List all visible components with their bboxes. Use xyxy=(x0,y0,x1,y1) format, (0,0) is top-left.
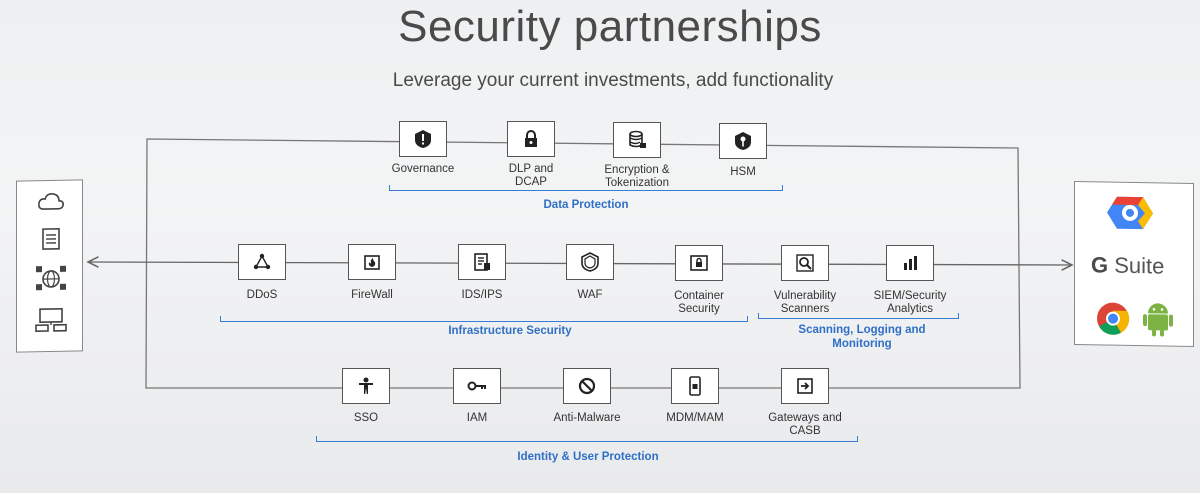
fire-icon xyxy=(348,244,396,280)
governance-label: Governance xyxy=(391,163,455,175)
encryption-label: Encryption & Tokenization xyxy=(604,164,670,189)
siem-label: SIEM/Security Analytics xyxy=(873,290,947,315)
cloud-icon xyxy=(38,193,64,210)
alert-shield-icon xyxy=(399,121,447,157)
g-suite-logo: G Suite xyxy=(1091,252,1164,279)
identity-label: Identity & User Protection xyxy=(517,451,659,463)
mobile-icon xyxy=(671,368,719,404)
android-icon xyxy=(1143,303,1173,337)
hsm-label: HSM xyxy=(730,166,756,178)
lock-icon xyxy=(507,121,555,157)
gateway-icon xyxy=(781,368,829,404)
dlp-dcap-label: DLP and DCAP xyxy=(508,163,554,188)
ddos-label: DDoS xyxy=(246,289,278,301)
container-security-label: Container Security xyxy=(674,290,724,315)
identity-bracket xyxy=(316,436,858,442)
iam-label: IAM xyxy=(466,412,488,424)
key-shield-icon xyxy=(719,123,767,159)
anti-malware-label: Anti-Malware xyxy=(553,412,621,424)
scanning-bracket xyxy=(758,313,959,319)
document-check-icon xyxy=(458,244,506,280)
firewall-label: FireWall xyxy=(351,289,393,301)
google-cloud-icon xyxy=(1107,196,1153,230)
infrastructure-bracket xyxy=(220,316,748,322)
mdm-mam-label: MDM/MAM xyxy=(666,412,724,424)
infrastructure-label: Infrastructure Security xyxy=(448,325,572,337)
shield-icon xyxy=(566,244,614,280)
bar-chart-icon xyxy=(886,245,934,281)
gateways-casb-label: Gateways and CASB xyxy=(768,412,842,437)
on-premise-panel xyxy=(16,179,83,353)
g-suite-g: G xyxy=(1091,252,1109,278)
sso-label: SSO xyxy=(353,412,379,424)
scanning-label: Scanning, Logging and Monitoring xyxy=(798,324,926,350)
search-icon xyxy=(781,245,829,281)
data-protection-label: Data Protection xyxy=(543,199,629,211)
vulnerability-scanners-label: Vulnerability Scanners xyxy=(773,290,837,315)
block-icon xyxy=(563,368,611,404)
google-cloud-panel: G Suite xyxy=(1074,180,1194,348)
ids-ips-label: IDS/IPS xyxy=(461,289,503,301)
chrome-icon xyxy=(1097,302,1130,335)
computer-icon xyxy=(35,307,67,333)
data-protection-bracket xyxy=(389,185,783,191)
person-icon xyxy=(342,368,390,404)
database-lock-icon xyxy=(613,122,661,158)
page-subtitle: Leverage your current investments, add f… xyxy=(392,70,834,91)
network-nodes-icon xyxy=(238,244,286,280)
waf-label: WAF xyxy=(577,289,603,301)
globe-network-icon xyxy=(36,265,66,291)
key-icon xyxy=(453,368,501,404)
page-title: Security partnerships xyxy=(398,2,822,51)
server-icon xyxy=(42,228,60,250)
g-suite-label: Suite xyxy=(1108,252,1165,279)
container-lock-icon xyxy=(675,245,723,281)
